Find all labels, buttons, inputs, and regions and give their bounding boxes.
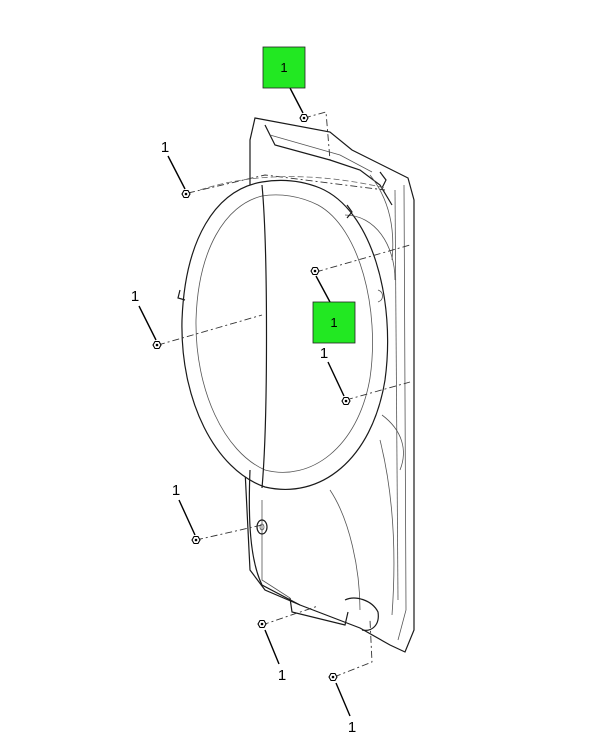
bolt-icon — [191, 535, 201, 545]
callout-label: 1 — [172, 482, 180, 499]
bolt-icon — [328, 672, 338, 682]
bolt-icon — [152, 340, 162, 350]
callout-label: 1 — [161, 139, 169, 156]
callout-label: 1 — [330, 315, 337, 330]
callout-2[interactable]: 1 — [161, 139, 169, 156]
callout-label: 1 — [278, 667, 286, 684]
bolt-icon — [257, 619, 267, 629]
callout-label: 1 — [348, 719, 356, 736]
callout-1-highlighted[interactable]: 1 — [262, 46, 306, 89]
callout-label: 1 — [280, 60, 287, 75]
callout-8[interactable]: 1 — [348, 719, 356, 736]
callout-5[interactable]: 1 — [320, 345, 328, 362]
fan-shroud — [177, 117, 415, 653]
bolt-icon — [299, 113, 309, 123]
bolt-icon — [310, 266, 320, 276]
callout-label: 1 — [131, 288, 139, 305]
bolt-icon — [341, 396, 351, 406]
callout-7[interactable]: 1 — [278, 667, 286, 684]
callout-label: 1 — [320, 345, 328, 362]
callout-3[interactable]: 1 — [131, 288, 139, 305]
callout-4-highlighted[interactable]: 1 — [312, 301, 356, 344]
callout-6[interactable]: 1 — [172, 482, 180, 499]
bolt-icon — [181, 189, 191, 199]
bolts — [152, 113, 351, 682]
leader-lines — [138, 87, 351, 717]
assembly-guide-lines — [157, 111, 411, 678]
